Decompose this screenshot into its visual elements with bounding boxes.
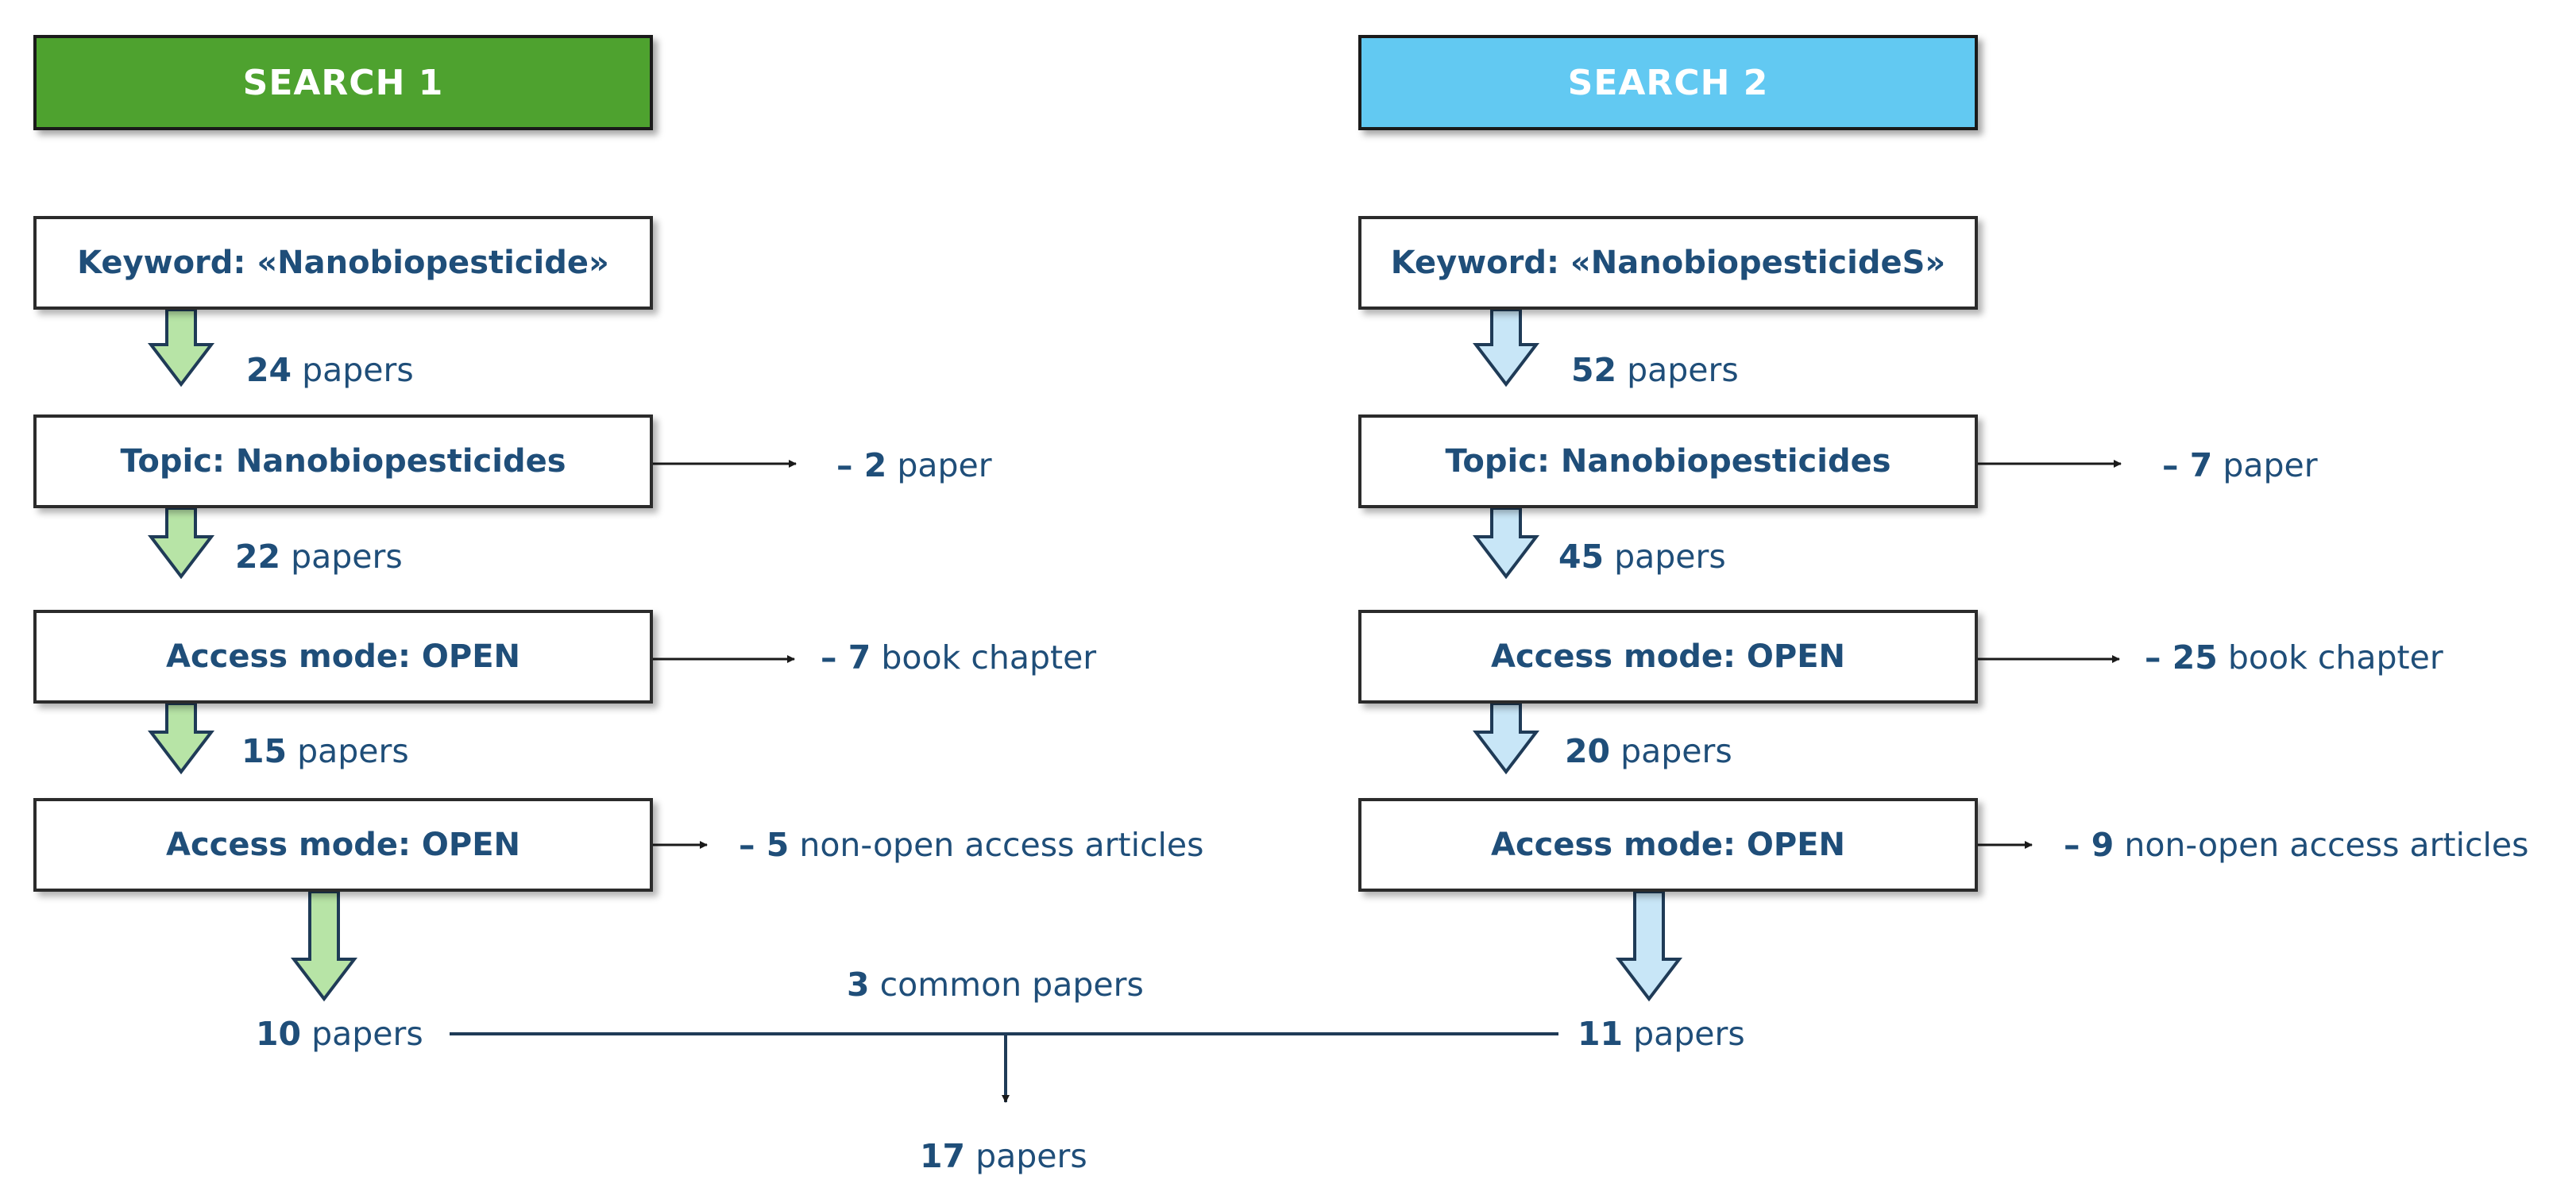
common-papers-label: 3 common papers: [847, 969, 1144, 1001]
search2-openaccess-box: Access mode: OPEN: [1358, 798, 1978, 892]
search2-openaccess-text: Access mode: OPEN: [1490, 827, 1845, 863]
search2-excluded3: – 25 book chapter: [2145, 642, 2443, 674]
search2-count3-unit: papers: [1620, 732, 1732, 770]
search2-title: SEARCH 2: [1567, 62, 1769, 103]
search2-final-unit: papers: [1633, 1015, 1745, 1053]
search2-topic-box: Topic: Nanobiopesticides: [1358, 414, 1978, 508]
search2-count3-num: 20: [1565, 732, 1611, 770]
search1-openaccess-text: Access mode: OPEN: [165, 827, 520, 863]
search1-count3: 15 papers: [241, 735, 409, 768]
search1-excluded2: – 2 paper: [836, 449, 992, 482]
search2-final-num: 11: [1578, 1015, 1624, 1053]
search1-access-text: Access mode: OPEN: [165, 638, 520, 675]
search1-final-num: 10: [256, 1015, 302, 1053]
search1-down-arrow-3: [147, 702, 215, 775]
search2-topic-text: Topic: Nanobiopesticides: [1445, 443, 1891, 480]
search2-excluded2-unit: paper: [2223, 446, 2318, 484]
search1-count2: 22 papers: [235, 541, 403, 573]
common-papers-num: 3: [847, 966, 870, 1004]
search1-count2-num: 22: [235, 538, 281, 576]
search2-excluded3-unit: book chapter: [2227, 638, 2443, 677]
common-papers-unit: common papers: [879, 966, 1144, 1004]
search2-down-arrow-2: [1472, 507, 1540, 580]
search1-excluded3-num: – 7: [821, 638, 871, 677]
search2-down-arrow-3: [1472, 702, 1540, 775]
search2-down-arrow-1: [1472, 308, 1540, 388]
search1-keyword-box: Keyword: «Nanobiopesticide»: [33, 216, 653, 310]
search2-excluded2: – 7 paper: [2162, 449, 2318, 482]
total-papers-unit: papers: [975, 1137, 1087, 1175]
search1-excluded4-unit: non-open access articles: [799, 826, 1204, 864]
search1-excluded3: – 7 book chapter: [821, 642, 1096, 674]
search2-count3: 20 papers: [1565, 735, 1732, 768]
search2-excluded4-num: – 9: [2064, 826, 2114, 864]
search2-excluded4-unit: non-open access articles: [2124, 826, 2529, 864]
search2-final: 11 papers: [1578, 1018, 1745, 1051]
search1-final: 10 papers: [256, 1018, 423, 1051]
search1-count1-num: 24: [246, 351, 292, 389]
search1-excluded4: – 5 non-open access articles: [739, 829, 1203, 862]
search1-excluded3-unit: book chapter: [881, 638, 1097, 677]
search1-down-arrow-1: [147, 308, 215, 388]
search2-count2-num: 45: [1558, 538, 1605, 576]
search2-count2: 45 papers: [1558, 541, 1726, 573]
search1-count1-unit: papers: [302, 351, 414, 389]
search1-down-arrow-4: [290, 890, 358, 1002]
search1-topic-box: Topic: Nanobiopesticides: [33, 414, 653, 508]
search1-count2-unit: papers: [291, 538, 403, 576]
search2-down-arrow-4: [1615, 890, 1683, 1002]
search2-access-text: Access mode: OPEN: [1490, 638, 1845, 675]
search1-title: SEARCH 1: [242, 62, 444, 103]
search2-keyword-box: Keyword: «NanobiopesticideS»: [1358, 216, 1978, 310]
search1-header: SEARCH 1: [33, 35, 653, 130]
search2-access-box: Access mode: OPEN: [1358, 610, 1978, 704]
search1-access-box: Access mode: OPEN: [33, 610, 653, 704]
search2-excluded3-num: – 25: [2145, 638, 2218, 677]
total-papers-num: 17: [920, 1137, 966, 1175]
search1-excluded2-num: – 2: [836, 446, 887, 484]
search1-keyword-text: Keyword: «Nanobiopesticide»: [77, 245, 609, 281]
search2-count2-unit: papers: [1614, 538, 1726, 576]
search1-down-arrow-2: [147, 507, 215, 580]
search2-keyword-text: Keyword: «NanobiopesticideS»: [1390, 245, 1946, 281]
search1-excluded4-num: – 5: [739, 826, 790, 864]
total-papers-label: 17 papers: [920, 1140, 1087, 1173]
search2-count1-unit: papers: [1627, 351, 1739, 389]
search2-excluded2-num: – 7: [2162, 446, 2213, 484]
search2-header: SEARCH 2: [1358, 35, 1978, 130]
search1-count3-unit: papers: [297, 732, 409, 770]
search1-topic-text: Topic: Nanobiopesticides: [120, 443, 566, 480]
search1-openaccess-box: Access mode: OPEN: [33, 798, 653, 892]
search1-final-unit: papers: [311, 1015, 423, 1053]
search2-count1-num: 52: [1571, 351, 1617, 389]
search2-count1: 52 papers: [1571, 354, 1739, 387]
search2-excluded4: – 9 non-open access articles: [2064, 829, 2528, 862]
search1-count1: 24 papers: [246, 354, 414, 387]
search1-excluded2-unit: paper: [897, 446, 992, 484]
search1-count3-num: 15: [241, 732, 288, 770]
